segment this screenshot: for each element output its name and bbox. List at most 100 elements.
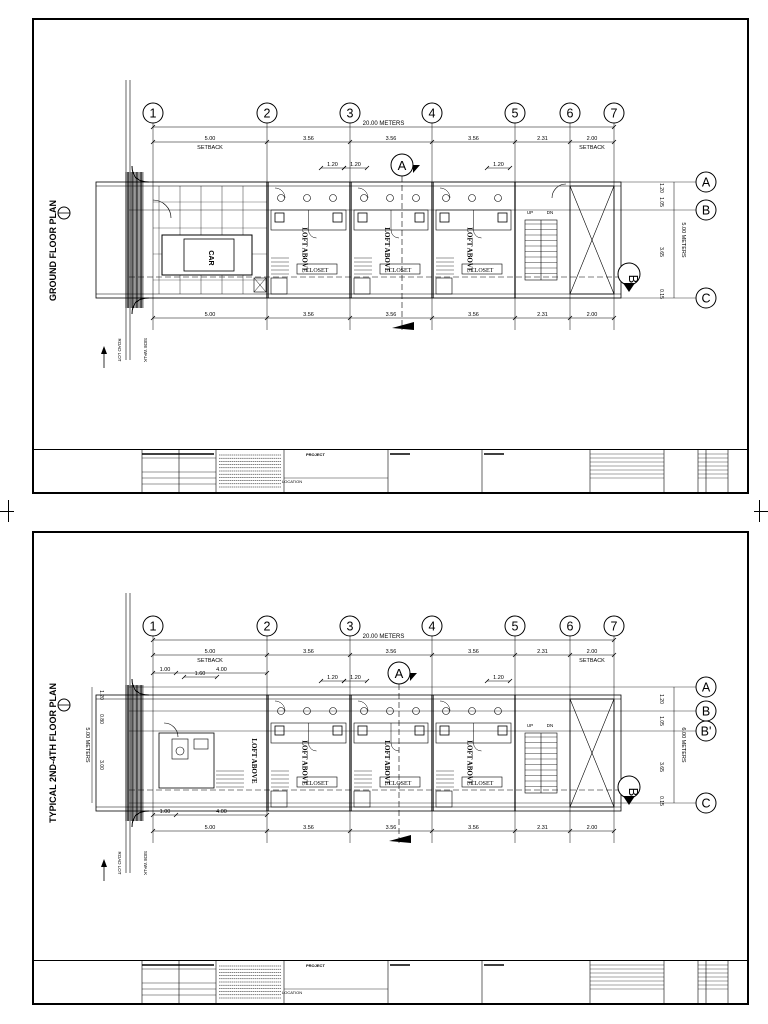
top-dim: 3.56 xyxy=(468,649,479,655)
inner-dim: 1.20 xyxy=(327,162,338,168)
sub-dim: 4.00 xyxy=(216,667,227,673)
toilet-icon xyxy=(414,212,425,223)
top-dim: 3.56 xyxy=(386,649,397,655)
storage-box xyxy=(270,277,288,295)
fixture-circle xyxy=(303,707,311,715)
fixture-circle xyxy=(277,194,285,202)
curb-curve xyxy=(131,165,150,183)
grid-col-7-label: 7 xyxy=(611,107,618,121)
closet-label: CLOSET xyxy=(471,781,494,787)
toilet-icon xyxy=(332,725,343,736)
right-dim: 3.65 xyxy=(658,762,664,772)
north-arrow-head xyxy=(101,346,107,354)
curb-curve xyxy=(131,810,150,828)
fixture-circle xyxy=(442,707,450,715)
toilet-icon xyxy=(497,212,508,223)
road-lot-label: ROAD LOT xyxy=(117,851,122,874)
section-b-arrow xyxy=(623,283,635,292)
sheet-title: TYPICAL 2ND-4TH FLOOR PLAN xyxy=(48,683,58,823)
top-dim: 3.56 xyxy=(303,136,314,142)
fixture-circle xyxy=(386,707,394,715)
box-x xyxy=(253,277,267,293)
setback-right: SETBACK xyxy=(579,145,605,151)
closet-box xyxy=(379,263,421,275)
overall-dim: 20.00 METERS xyxy=(363,121,405,127)
overall-dim: 20.00 METERS xyxy=(363,634,405,640)
door-swing xyxy=(390,229,400,239)
section-a-label: A xyxy=(398,158,407,173)
stair-up-label: UP xyxy=(527,723,533,728)
setback-right: SETBACK xyxy=(579,658,605,664)
setback-left: SETBACK xyxy=(197,658,223,664)
top-dim: 3.56 xyxy=(303,649,314,655)
grid-col-6-label: 6 xyxy=(567,620,574,634)
stair-up-label: UP xyxy=(527,210,533,215)
storage-box xyxy=(353,790,371,808)
dimension-tick xyxy=(484,165,490,171)
bottom-dim: 3.56 xyxy=(386,312,397,318)
project-label: PROJECT xyxy=(306,452,325,457)
loft-above-label: LOFT ABOVE xyxy=(383,227,391,273)
fixture-circle xyxy=(360,194,368,202)
grid-col-2-label: 2 xyxy=(264,107,271,121)
grid-col-4-bubble xyxy=(421,102,443,124)
loft-above-label: LOFT ABOVE xyxy=(466,740,474,786)
title-block: PROJECT LOCATION xyxy=(34,449,747,492)
bottom-dim: 2.00 xyxy=(587,825,598,831)
car-body xyxy=(161,234,253,276)
section-a-end-arrow xyxy=(389,835,411,843)
inner-dim: 1.20 xyxy=(327,675,338,681)
grid-row-A-label: A xyxy=(702,176,711,190)
fixture-circle xyxy=(468,707,476,715)
bottom-dim: 3.56 xyxy=(468,312,479,318)
trim-mark xyxy=(759,500,760,522)
sub-dim: 1.60 xyxy=(195,671,206,677)
section-b-label: B xyxy=(626,275,641,284)
toilet-icon xyxy=(497,725,508,736)
closet-box xyxy=(296,263,338,275)
bottom-dim: 3.56 xyxy=(386,825,397,831)
dimension-tick xyxy=(318,678,324,684)
toilet-icon xyxy=(274,725,285,736)
building-outline xyxy=(95,181,622,299)
grid-col-5-label: 5 xyxy=(512,620,519,634)
storage-box xyxy=(353,277,371,295)
right-dim: 0.15 xyxy=(658,289,664,299)
top-dim: 3.56 xyxy=(468,136,479,142)
top-dim: 3.56 xyxy=(386,136,397,142)
sub-dim: 1.00 xyxy=(160,667,171,673)
grid-col-6-bubble xyxy=(559,102,581,124)
grid-col-7-bubble xyxy=(603,102,625,124)
box-x xyxy=(253,277,267,293)
curb-curve xyxy=(131,678,150,696)
top-dim: 5.00 xyxy=(205,649,216,655)
closet-box xyxy=(379,776,421,788)
section-b-label: B xyxy=(626,788,641,797)
right-dim: 1.20 xyxy=(658,183,664,193)
inner-dim: 1.20 xyxy=(350,675,361,681)
grid-col-1-label: 1 xyxy=(150,620,157,634)
bottom-dim: 5.00 xyxy=(205,312,216,318)
dimension-tick xyxy=(484,678,490,684)
dimension-tick xyxy=(341,678,347,684)
sub-dim: 1.00 xyxy=(160,809,171,815)
grid-col-3-label: 3 xyxy=(347,107,354,121)
dimension-tick xyxy=(341,165,347,171)
grid-col-2-bubble xyxy=(256,615,278,637)
grid-col-1-bubble xyxy=(142,615,164,637)
right-dim: 3.65 xyxy=(658,247,664,257)
curb-curve xyxy=(131,297,150,315)
closet-label: CLOSET xyxy=(389,781,412,787)
trim-mark xyxy=(8,500,9,522)
door-swing xyxy=(274,700,286,712)
rear-room xyxy=(158,732,215,789)
grid-row-B'-bubble xyxy=(695,720,717,742)
toilet-icon xyxy=(414,725,425,736)
closet-box xyxy=(461,776,503,788)
location-label: LOCATION xyxy=(282,990,303,995)
grid-col-3-label: 3 xyxy=(347,620,354,634)
grid-row-B-label: B xyxy=(702,705,710,719)
grid-col-1-bubble xyxy=(142,102,164,124)
location-label: LOCATION xyxy=(282,479,303,484)
toilet-fixture xyxy=(171,738,189,760)
